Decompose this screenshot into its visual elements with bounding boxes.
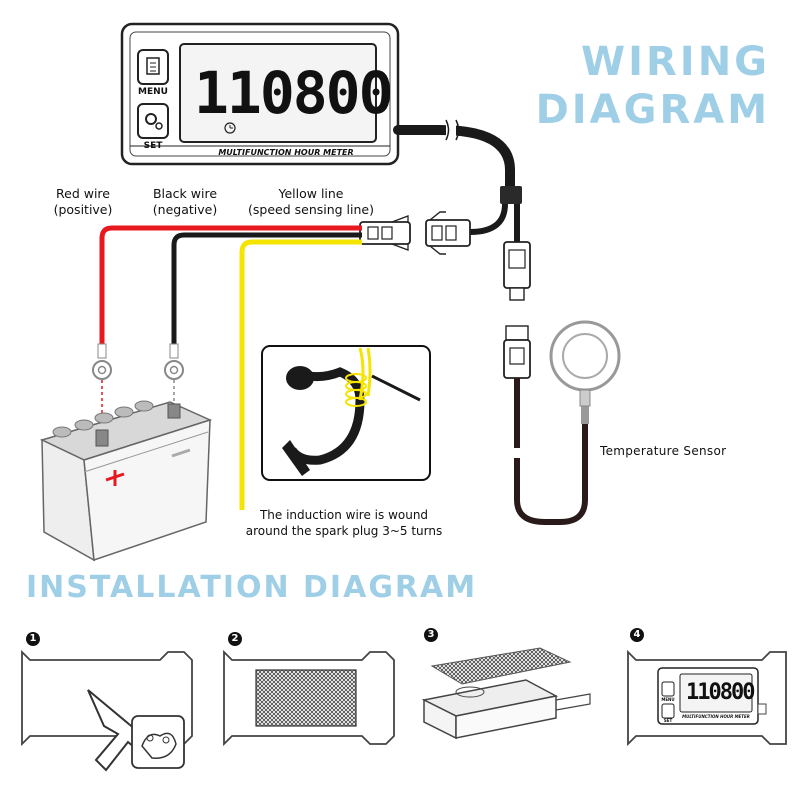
- step-4-number: 4: [630, 628, 644, 642]
- black-terminal: [164, 343, 184, 380]
- meter-display-value: 110800: [194, 59, 394, 127]
- induction-wire-note: The induction wire is wound around the s…: [224, 507, 464, 539]
- red-wire: [99, 225, 362, 344]
- menu-icon: [146, 57, 160, 75]
- step-4-menu-label: MENU: [661, 697, 675, 702]
- installation-diagram-title: INSTALLATION DIAGRAM: [26, 570, 478, 605]
- step-3-number: 3: [424, 628, 438, 642]
- meter-name-label: MULTIFUNCTION HOUR METER: [218, 148, 354, 157]
- black-wire: [171, 232, 362, 344]
- step-4-set-label: SET: [663, 718, 673, 723]
- induction-note-line1: The induction wire is wound: [259, 508, 429, 522]
- yellow-wire-label-line1: Yellow line: [278, 186, 344, 201]
- battery: [39, 400, 213, 562]
- wiring-title-line1: WIRING: [581, 39, 770, 85]
- spark-plug-inset: [261, 345, 431, 481]
- cable-junction: [500, 186, 522, 204]
- step-1-number: 1: [26, 632, 40, 646]
- wire-connector-plug: [359, 211, 471, 255]
- black-wire-label: Black wire (negative): [136, 186, 234, 218]
- gear-icon: [145, 113, 157, 125]
- sensor-connector-plug: [503, 325, 531, 379]
- install-step-3-drawing: [421, 647, 591, 740]
- hour-meter-device: [120, 22, 400, 166]
- step-4-meter-name: MULTIFUNCTION HOUR METER: [682, 714, 750, 719]
- temperature-sensor-label: Temperature Sensor: [600, 444, 727, 458]
- clock-icon: [224, 122, 236, 134]
- induction-note-line2: around the spark plug 3~5 turns: [245, 524, 443, 538]
- yellow-wire-label-line2: (speed sensing line): [248, 202, 374, 217]
- menu-button-label: MENU: [138, 87, 168, 97]
- sensor-connector-socket: [503, 241, 531, 301]
- red-wire-label: Red wire (positive): [40, 186, 126, 218]
- wiring-diagram-title: WIRING DIAGRAM: [530, 38, 770, 134]
- red-terminal: [92, 343, 112, 380]
- yellow-wire-label: Yellow line (speed sensing line): [234, 186, 388, 218]
- set-button[interactable]: [137, 103, 169, 139]
- yellow-wire: [239, 239, 362, 510]
- install-step-4-drawing: [627, 649, 787, 747]
- set-button-label: SET: [143, 141, 163, 151]
- install-step-2-drawing: [223, 649, 395, 747]
- temperature-sensor: [549, 320, 621, 424]
- step-4-display-value: 110800: [686, 680, 755, 705]
- red-wire-label-line1: Red wire: [56, 186, 110, 201]
- wiring-title-line2: DIAGRAM: [535, 87, 770, 133]
- step-2-number: 2: [228, 632, 242, 646]
- install-step-1-drawing: [21, 649, 193, 772]
- red-wire-label-line2: (positive): [53, 202, 113, 217]
- black-wire-label-line1: Black wire: [152, 186, 218, 201]
- lcd-screen: [179, 43, 377, 143]
- black-wire-label-line2: (negative): [152, 202, 218, 217]
